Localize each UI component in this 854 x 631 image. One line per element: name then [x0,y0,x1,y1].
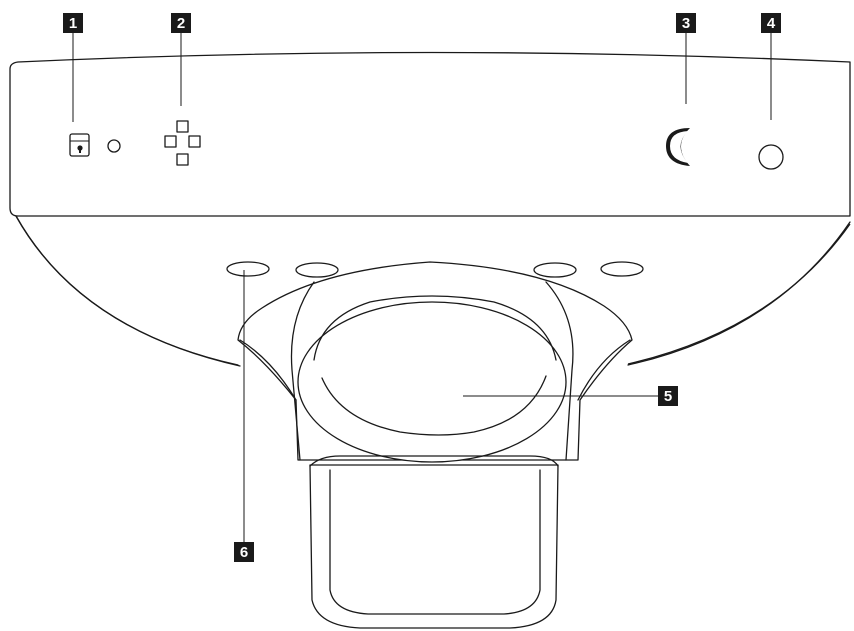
moon-icon [666,128,690,166]
drip-tray [309,464,559,629]
callout-3: 3 [676,13,696,33]
callout-4: 4 [761,13,781,33]
callout-3-label: 3 [682,15,690,32]
callout-2: 2 [171,13,191,33]
circle-button-icon [758,144,784,170]
nozzle-oval-3 [533,262,577,278]
callout-2-label: 2 [177,15,185,32]
callout-4-label: 4 [767,15,776,32]
lock-icon [69,133,90,157]
callout-5-label: 5 [664,388,672,405]
nozzle-oval-4 [600,261,644,277]
nozzle-oval-2 [295,262,339,278]
spout-circle [297,301,567,463]
callout-1: 1 [63,13,83,33]
callout-1-label: 1 [69,15,77,32]
nozzle-oval-1 [226,261,270,277]
device-top-panel [9,51,851,217]
callout-5: 5 [658,386,678,406]
callout-6-label: 6 [240,544,248,561]
callout-6: 6 [234,542,254,562]
lock-indicator-dot [107,139,121,153]
cross-layout-icon [164,120,201,166]
